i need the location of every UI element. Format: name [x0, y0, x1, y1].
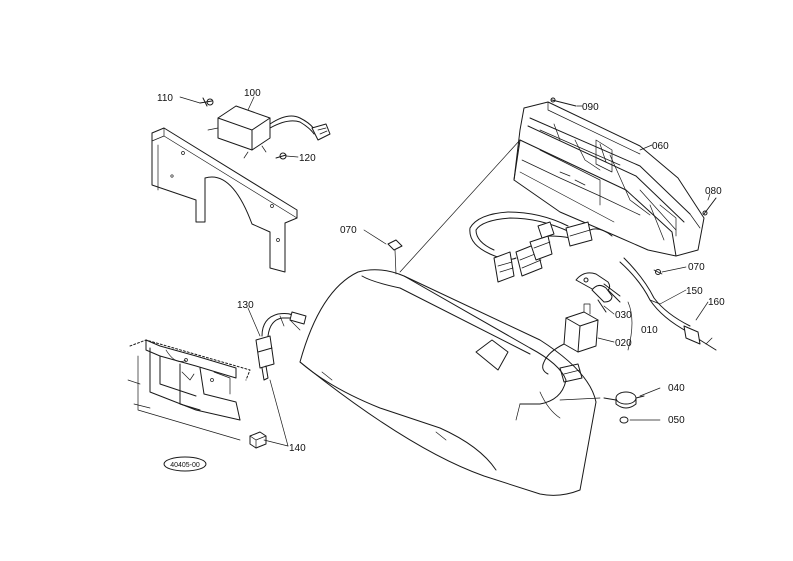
instrument-panel [513, 101, 705, 257]
mounting-bracket [151, 127, 298, 273]
leader-lines [179, 96, 711, 447]
label-090: 090 [582, 102, 599, 113]
screw-120 [275, 152, 287, 160]
label-100: 100 [244, 88, 261, 99]
label-150: 150 [686, 286, 703, 297]
label-070-right: 070 [688, 262, 705, 273]
label-160: 160 [708, 297, 725, 308]
washer-140 [249, 431, 267, 449]
key-switch [542, 303, 599, 383]
stamp-text: 40405-00 [170, 462, 200, 469]
hood-cover [299, 269, 597, 496]
nut-050 [619, 416, 629, 424]
label-110: 110 [157, 93, 173, 104]
label-030: 030 [615, 310, 632, 321]
screw-080 [702, 197, 717, 216]
leader-line-panel [399, 139, 521, 273]
label-010: 010 [641, 325, 658, 336]
clip-070-right [653, 269, 663, 275]
label-140: 140 [289, 443, 306, 454]
label-060: 060 [652, 141, 669, 152]
label-040: 040 [668, 383, 685, 394]
lower-frame [127, 339, 251, 441]
label-070-left: 070 [340, 225, 357, 236]
label-080: 080 [705, 186, 722, 197]
screw-110 [199, 97, 214, 107]
label-020: 020 [615, 338, 632, 349]
label-120: 120 [299, 153, 316, 164]
switch-040 [603, 391, 645, 409]
diagram-stamp: 40405-00 [163, 456, 207, 472]
screw-090 [550, 97, 577, 107]
label-130: 130 [237, 300, 254, 311]
label-050: 050 [668, 415, 685, 426]
sensor-130 [255, 311, 307, 381]
wiring-harness [469, 211, 613, 283]
regulator-box [207, 105, 331, 159]
ignition-key [575, 272, 621, 313]
clip-070-left [387, 239, 403, 275]
